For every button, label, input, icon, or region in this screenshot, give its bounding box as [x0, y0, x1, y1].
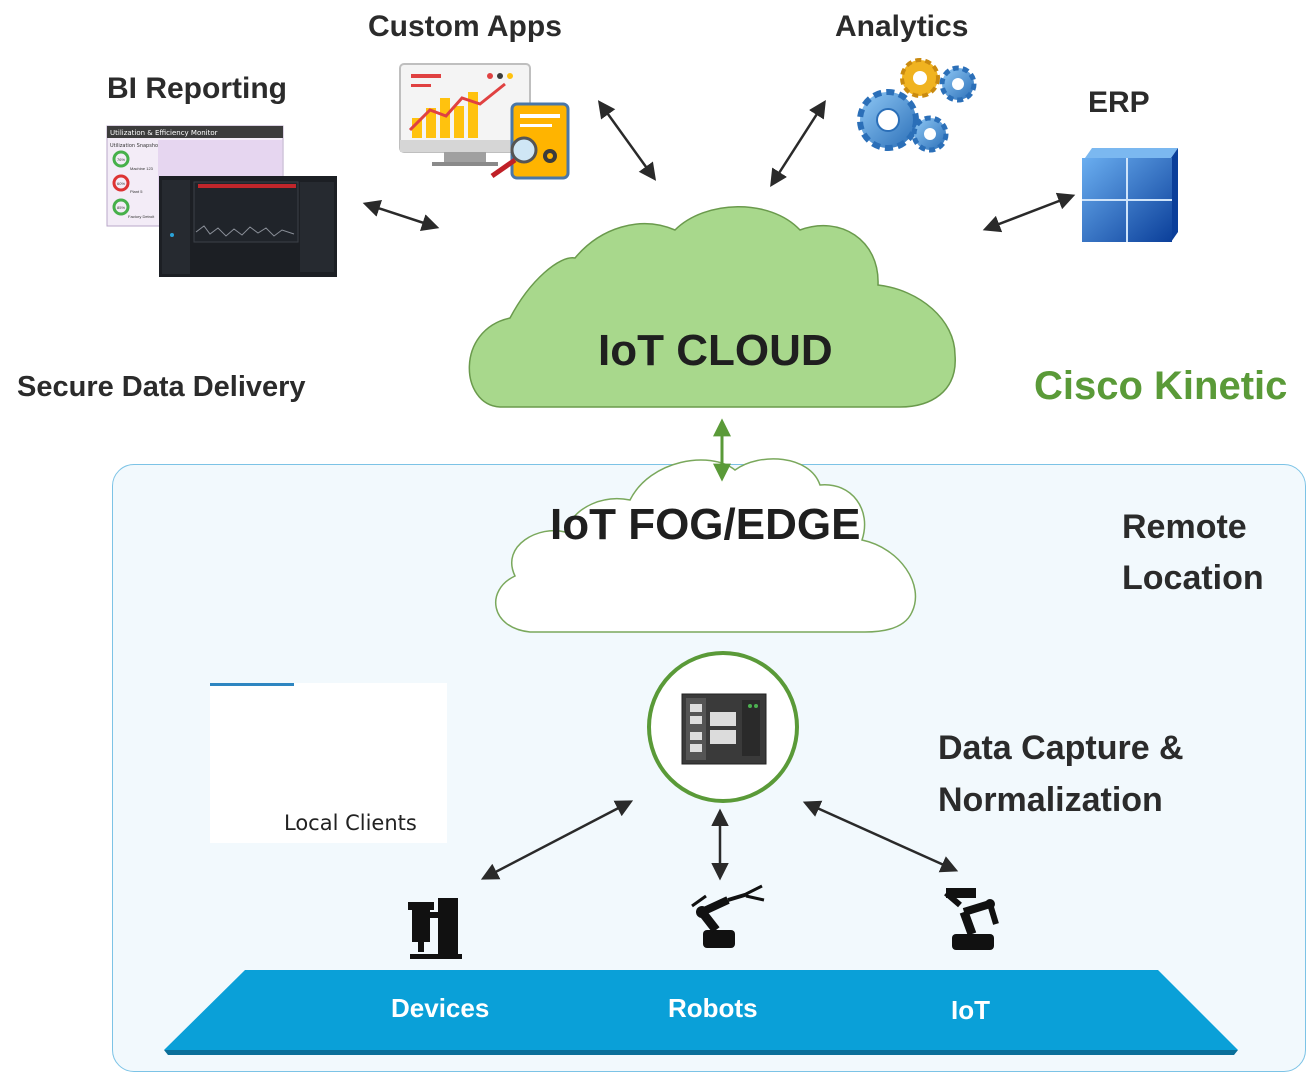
iot-fog-edge-label: IoT FOG/EDGE — [550, 500, 861, 549]
robots-label: Robots — [668, 993, 758, 1023]
iot-link-arrow — [802, 800, 959, 873]
platform-bar — [164, 970, 1238, 1050]
erp-link-arrow — [982, 192, 1076, 233]
bi-reporting-label: BI Reporting — [107, 72, 287, 105]
industrial-robot-icon — [944, 888, 999, 950]
devices-link-arrow — [480, 800, 634, 880]
apps-link-arrow — [597, 100, 657, 181]
erp-label: ERP — [1088, 86, 1150, 119]
data-capture-label: Data Capture & — [938, 729, 1184, 767]
erp-cube-icon — [1082, 148, 1178, 242]
devices-label: Devices — [391, 993, 490, 1023]
robot-arm-icon — [691, 884, 765, 948]
cnc-device-icon — [408, 898, 462, 959]
location-label: Location — [1122, 559, 1264, 597]
gears-icon — [857, 58, 977, 153]
remote-label: Remote — [1122, 508, 1247, 546]
iot-label: IoT — [951, 995, 990, 1025]
svg-text:Utilization & Efficiency Monit: Utilization & Efficiency Monitor — [110, 129, 218, 137]
svg-text:85%: 85% — [117, 205, 125, 210]
custom-apps-icon — [399, 63, 570, 180]
svg-text:Plant 5: Plant 5 — [130, 189, 143, 194]
svg-text:76%: 76% — [117, 157, 125, 162]
svg-text:Factory Detroit: Factory Detroit — [128, 214, 155, 219]
custom-apps-label: Custom Apps — [368, 10, 562, 43]
analytics-link-arrow — [770, 100, 826, 187]
svg-text:Utilization Snapshot: Utilization Snapshot — [110, 143, 160, 149]
cisco-kinetic-label: Cisco Kinetic — [1034, 364, 1288, 408]
analytics-label: Analytics — [835, 10, 969, 43]
local-clients-card: Local Clients — [210, 683, 447, 843]
network-switch-icon — [647, 651, 799, 803]
card-accent-line — [210, 683, 294, 686]
bi-link-arrow — [362, 200, 440, 231]
iot-cloud-shape — [468, 206, 956, 408]
bi-dashboard-icon: Utilization & Efficiency Monitor Utiliza… — [106, 125, 337, 277]
local-clients-label: Local Clients — [284, 811, 417, 835]
iot-cloud-label: IoT CLOUD — [598, 326, 833, 375]
normalization-label: Normalization — [938, 781, 1163, 819]
secure-data-delivery-label: Secure Data Delivery — [17, 371, 306, 403]
svg-text:60%: 60% — [117, 181, 125, 186]
svg-text:Machine 123: Machine 123 — [130, 166, 154, 171]
iot-fog-cloud-shape — [495, 458, 917, 633]
